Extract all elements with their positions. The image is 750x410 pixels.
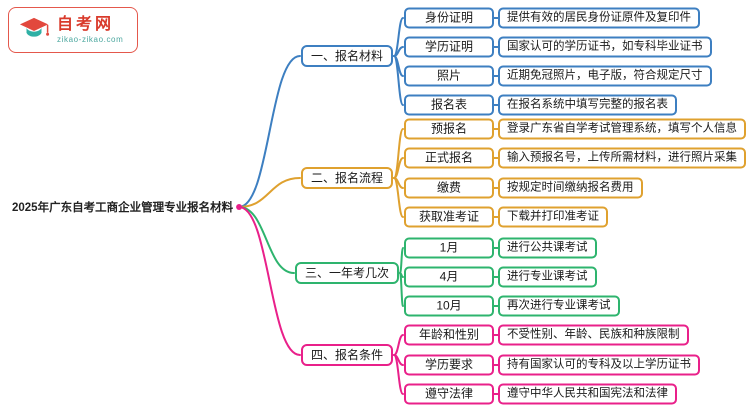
item-label-node: 预报名 (404, 118, 494, 140)
item-label-node: 身份证明 (404, 7, 494, 29)
item-detail-node: 提供有效的居民身份证原件及复印件 (498, 7, 700, 29)
logo-subtitle: zikao-zikao.com (57, 34, 124, 44)
connector-path (238, 206, 295, 274)
root-junction-dot (236, 204, 243, 210)
branch-node: 三、一年考几次 (294, 262, 400, 284)
item-label-node: 照片 (404, 65, 494, 87)
item-detail-node: 持有国家认可的专科及以上学历证书 (498, 354, 700, 376)
item-detail-node: 再次进行专业课考试 (498, 295, 620, 317)
connector-path (399, 247, 404, 274)
item-label-node: 1月 (404, 237, 494, 259)
item-detail-node: 登录广东省自学考试管理系统，填写个人信息 (498, 118, 746, 140)
logo-title: 自考网 (57, 16, 115, 34)
item-detail-node: 遵守中华人民共和国宪法和法律 (498, 383, 677, 405)
connector-path (238, 177, 301, 208)
item-label-node: 获取准考证 (404, 206, 494, 228)
branch-node: 一、报名材料 (300, 45, 394, 67)
item-label-node: 缴费 (404, 177, 494, 199)
logo-text: 自考网 zikao-zikao.com (57, 16, 123, 44)
branch-node: 四、报名条件 (300, 344, 394, 366)
connector-path (393, 334, 404, 356)
item-label-node: 学历要求 (404, 354, 494, 376)
item-detail-node: 进行专业课考试 (498, 266, 597, 288)
connector-path (238, 55, 301, 208)
connector-path (393, 55, 404, 106)
connector-path (238, 206, 301, 356)
item-detail-node: 输入预报名号，上传所需材料，进行照片采集 (498, 147, 746, 169)
graduation-cap-icon (19, 17, 50, 37)
site-logo[interactable]: 自考网 zikao-zikao.com (8, 7, 138, 53)
item-detail-node: 在报名系统中填写完整的报名表 (498, 94, 677, 116)
item-detail-node: 进行公共课考试 (498, 237, 597, 259)
item-label-node: 年龄和性别 (404, 324, 494, 346)
connector-path (399, 272, 404, 307)
item-detail-node: 近期免冠照片，电子版，符合规定尺寸 (498, 65, 712, 87)
root-topic: 2025年广东自考工商企业管理专业报名材料 (12, 199, 234, 215)
item-label-node: 学历证明 (404, 36, 494, 58)
item-label-node: 遵守法律 (404, 383, 494, 405)
item-label-node: 4月 (404, 266, 494, 288)
item-label-node: 正式报名 (404, 147, 494, 169)
branch-node: 二、报名流程 (300, 167, 394, 189)
item-label-node: 10月 (404, 295, 494, 317)
item-detail-node: 不受性别、年龄、民族和种族限制 (498, 324, 689, 346)
item-detail-node: 国家认可的学历证书，如专科毕业证书 (498, 36, 712, 58)
connector-path (393, 177, 404, 218)
connector-path (393, 354, 404, 395)
item-label-node: 报名表 (404, 94, 494, 116)
item-detail-node: 下载并打印准考证 (498, 206, 608, 228)
item-detail-node: 按规定时间缴纳报名费用 (498, 177, 643, 199)
